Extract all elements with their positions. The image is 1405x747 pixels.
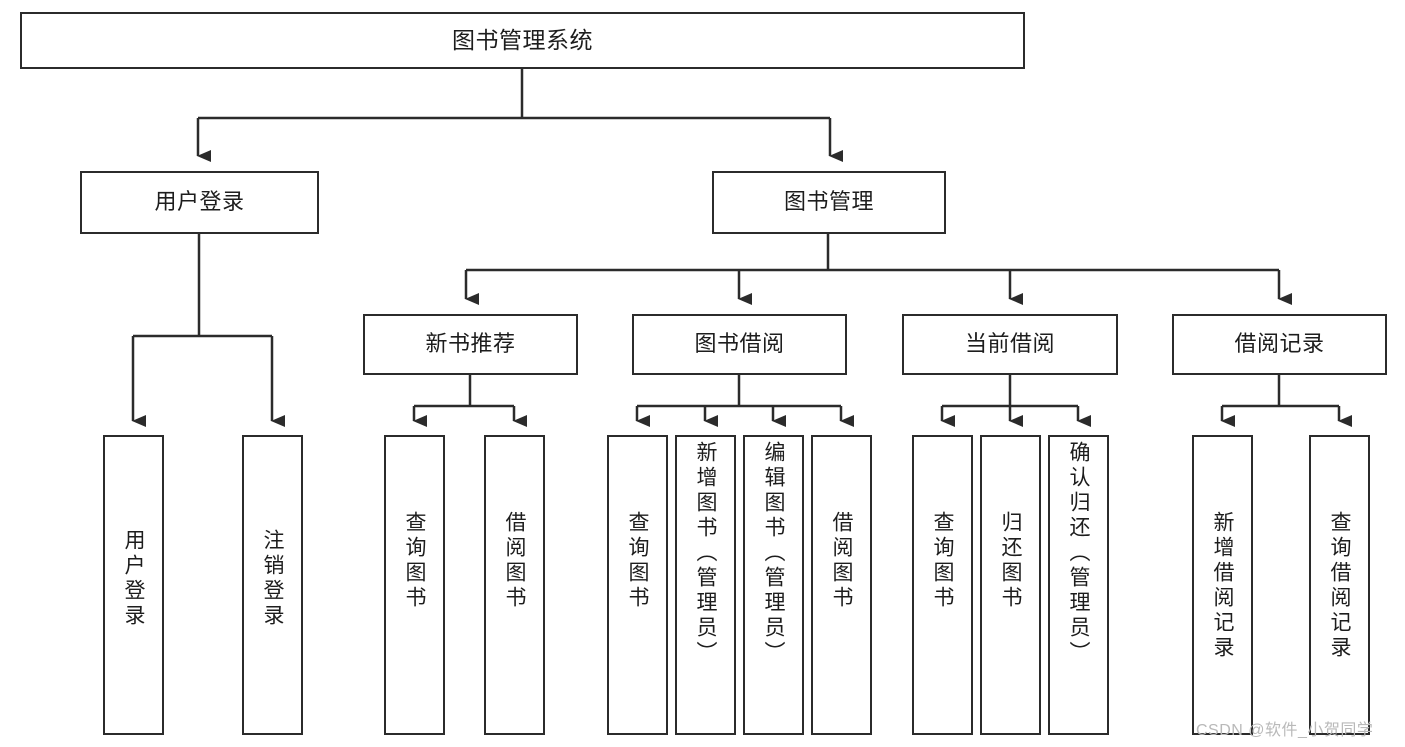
node-label: 新增图书（管理员）	[694, 441, 717, 666]
node-label: 图书借阅	[694, 331, 785, 357]
node-book-borrow[interactable]: 图书借阅	[632, 314, 847, 375]
node-current-borrow[interactable]: 当前借阅	[902, 314, 1118, 375]
leaf-record-add-record[interactable]: 新增借阅记录	[1192, 435, 1253, 735]
node-new-book-recommend[interactable]: 新书推荐	[363, 314, 578, 375]
leaf-borrow-borrow-book[interactable]: 借阅图书	[811, 435, 872, 735]
leaf-current-confirm-return-admin[interactable]: 确认归还（管理员）	[1048, 435, 1109, 735]
leaf-current-return-book[interactable]: 归还图书	[980, 435, 1041, 735]
node-label: 编辑图书（管理员）	[762, 441, 785, 666]
leaf-borrow-add-book-admin[interactable]: 新增图书（管理员）	[675, 435, 736, 735]
leaf-current-query-book[interactable]: 查询图书	[912, 435, 973, 735]
csdn-watermark: CSDN @软件_小贺同学	[1196, 722, 1374, 739]
node-label: 借阅图书	[503, 511, 526, 611]
node-book-management[interactable]: 图书管理	[712, 171, 946, 234]
node-label: 用户登录	[122, 529, 145, 629]
leaf-user-login-login[interactable]: 用户登录	[103, 435, 164, 735]
node-label: 借阅图书	[830, 511, 853, 611]
node-label: 查询图书	[626, 511, 649, 611]
node-label: 当前借阅	[964, 331, 1055, 357]
leaf-borrow-edit-book-admin[interactable]: 编辑图书（管理员）	[743, 435, 804, 735]
node-label: 确认归还（管理员）	[1067, 441, 1090, 666]
node-label: 借阅记录	[1234, 331, 1325, 357]
node-borrow-record[interactable]: 借阅记录	[1172, 314, 1387, 375]
node-label: 图书管理	[783, 189, 874, 215]
node-label: 归还图书	[999, 511, 1022, 611]
node-label: 注销登录	[261, 529, 284, 629]
node-label: 新书推荐	[425, 331, 516, 357]
node-label: 查询借阅记录	[1328, 511, 1351, 661]
leaf-borrow-query-book[interactable]: 查询图书	[607, 435, 668, 735]
leaf-new-book-query[interactable]: 查询图书	[384, 435, 445, 735]
leaf-record-query-record[interactable]: 查询借阅记录	[1309, 435, 1370, 735]
node-label: 新增借阅记录	[1211, 511, 1234, 661]
node-label: 查询图书	[931, 511, 954, 611]
node-user-login[interactable]: 用户登录	[80, 171, 319, 234]
node-label: 图书管理系统	[452, 26, 593, 53]
node-root-system[interactable]: 图书管理系统	[20, 12, 1025, 69]
node-label: 用户登录	[154, 189, 245, 215]
leaf-user-login-logout[interactable]: 注销登录	[242, 435, 303, 735]
leaf-new-book-borrow[interactable]: 借阅图书	[484, 435, 545, 735]
node-label: 查询图书	[403, 511, 426, 611]
